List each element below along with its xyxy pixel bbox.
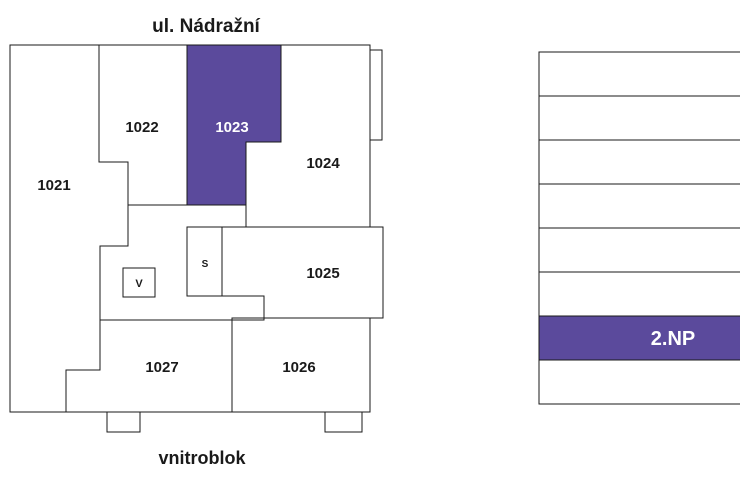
shaft-v xyxy=(122,267,156,298)
corridor xyxy=(99,204,265,321)
floor-row[interactable] xyxy=(538,51,740,97)
street-label-bottom: vnitroblok xyxy=(158,448,246,468)
floor-row[interactable] xyxy=(538,183,740,229)
floor-row[interactable] xyxy=(538,95,740,141)
unit-label-1027: 1027 xyxy=(145,359,178,376)
unit-1023-selected[interactable] xyxy=(186,44,282,206)
room-label-s: S xyxy=(202,259,209,270)
floor-row-selected[interactable] xyxy=(538,315,740,361)
unit-label-1023: 1023 xyxy=(215,119,248,136)
floor-row[interactable] xyxy=(538,359,740,405)
unit-label-1025: 1025 xyxy=(306,265,339,282)
unit-label-1024: 1024 xyxy=(306,155,340,172)
unit-1026[interactable] xyxy=(231,317,371,413)
unit-1021[interactable] xyxy=(9,44,129,413)
room-label-v: V xyxy=(135,278,143,290)
floor-label-selected: 2.NP xyxy=(651,328,695,350)
floor-row[interactable] xyxy=(538,227,740,273)
floor-row[interactable] xyxy=(538,271,740,317)
unit-label-1026: 1026 xyxy=(282,359,315,376)
street-label-top: ul. Nádražní xyxy=(152,16,260,37)
unit-label-1022: 1022 xyxy=(125,119,158,136)
floor-indicator: 2.NP xyxy=(538,51,740,405)
unit-1025[interactable] xyxy=(221,226,384,319)
unit-label-1021: 1021 xyxy=(37,177,70,194)
floor-row[interactable] xyxy=(538,139,740,185)
